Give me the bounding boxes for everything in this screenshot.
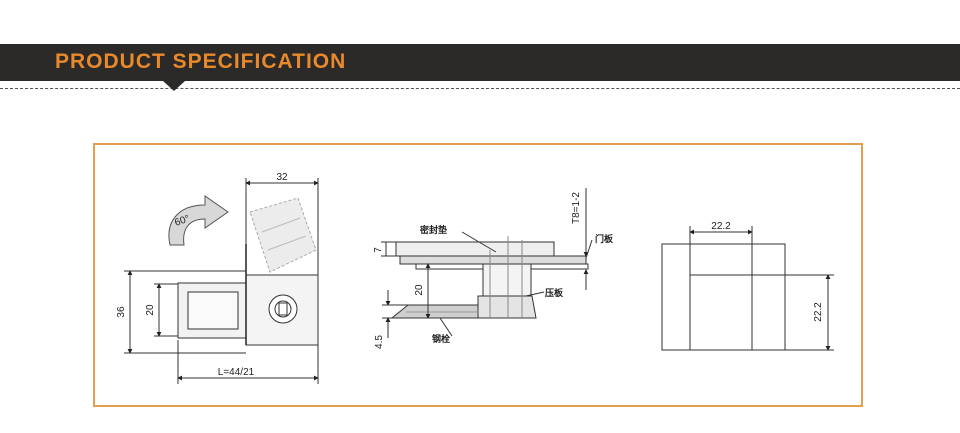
header-divider xyxy=(0,88,960,89)
lock-front-view xyxy=(124,178,319,384)
header-notch xyxy=(163,81,185,91)
cutout-height-label: 22.2 xyxy=(813,302,824,322)
specification-frame xyxy=(93,143,863,407)
dim-inner-height-label: 20 xyxy=(145,304,156,316)
rotation-arrow-icon xyxy=(168,195,229,246)
dim-thickness-label: T8=1-2 xyxy=(571,192,582,224)
rotation-label: 60° xyxy=(173,213,191,229)
door-panel-label: 门板 xyxy=(595,233,614,244)
pressure-plate-label: 压板 xyxy=(545,287,564,298)
header-bar xyxy=(0,44,960,81)
dim-7-label: 7 xyxy=(373,247,384,253)
dim-outer-height-label: 36 xyxy=(116,306,127,318)
page-title: PRODUCT SPECIFICATION xyxy=(55,50,347,73)
dim-length-label: L=44/21 xyxy=(218,367,255,378)
lever-rotated xyxy=(249,197,317,273)
panel-cutout-view xyxy=(661,226,834,351)
lock-side-view xyxy=(381,188,593,338)
seal-label: 密封垫 xyxy=(419,224,447,235)
steel-bolt-label: 钢栓 xyxy=(432,333,450,344)
cutout-width-label: 22.2 xyxy=(711,221,731,232)
dim-4-5-label: 4.5 xyxy=(374,335,385,349)
dim-top-label: 32 xyxy=(276,172,288,183)
dim-20-label: 20 xyxy=(414,284,425,296)
